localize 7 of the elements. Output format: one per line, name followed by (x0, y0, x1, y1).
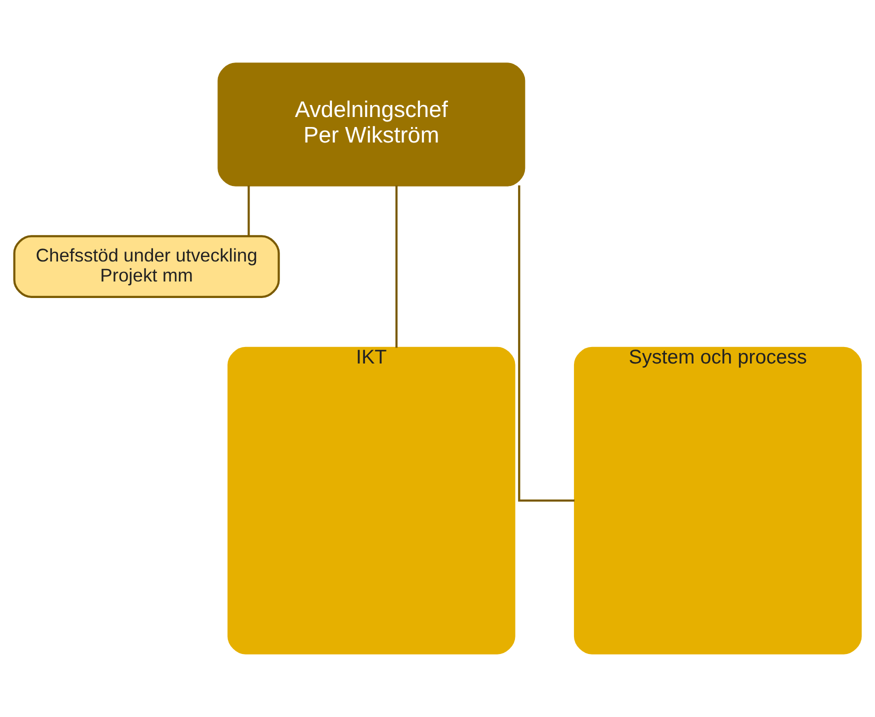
node-box: System och process (574, 346, 862, 654)
connector (518, 185, 575, 502)
node-box: Chefsstöd under utveckling Projekt mm (13, 235, 280, 298)
node-box: IKT (228, 346, 516, 654)
node-box: Avdelningschef Per Wikström (218, 62, 526, 186)
connector (395, 185, 398, 348)
connector (248, 186, 250, 236)
